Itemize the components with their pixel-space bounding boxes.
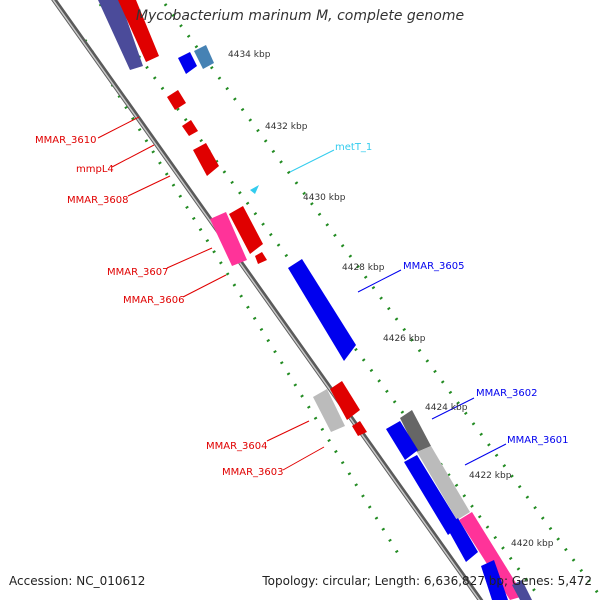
feature-mett-1[interactable] xyxy=(250,185,259,194)
kbp-label: 4426 kbp xyxy=(383,334,426,344)
gene-label-mmar-3605[interactable]: MMAR_3605 xyxy=(403,261,465,272)
feature-mmar-3605[interactable] xyxy=(288,259,356,361)
feature-mmar-3606b[interactable] xyxy=(255,252,267,264)
kbp-label: 4420 kbp xyxy=(511,539,554,549)
gene-label-mmar-3608[interactable]: MMAR_3608 xyxy=(67,195,129,206)
kbp-scale-labels: 4434 kbp 4432 kbp 4430 kbp 4428 kbp 4426… xyxy=(228,50,554,549)
feature-mmar-3604-red[interactable] xyxy=(330,381,360,420)
feature-mmar-3604[interactable] xyxy=(313,389,345,432)
gene-label-mmar-3607[interactable]: MMAR_3607 xyxy=(107,267,169,278)
feature-mmar-3601-blue-a[interactable] xyxy=(386,421,418,460)
gene-label-mmpl4[interactable]: mmpL4 xyxy=(76,164,114,175)
feature-mmar-3603[interactable] xyxy=(352,421,367,436)
gene-label-mmar-3610[interactable]: MMAR_3610 xyxy=(35,135,97,146)
map-title: Mycobacterium marinum M, complete genome xyxy=(135,8,465,24)
genome-summary-text: Topology: circular; Length: 6,636,827 bp… xyxy=(262,574,592,588)
feature-steelblue-top[interactable] xyxy=(194,45,214,69)
kbp-label: 4434 kbp xyxy=(228,50,271,60)
feature-navy-bottom[interactable] xyxy=(512,580,532,600)
gene-labels: MMAR_3610 mmpL4 MMAR_3608 MMAR_3607 MMAR… xyxy=(35,135,569,478)
feature-navy-top[interactable] xyxy=(98,0,143,70)
label-connectors xyxy=(97,116,507,471)
gene-label-mmar-3601[interactable]: MMAR_3601 xyxy=(507,435,569,446)
feature-mmar-3602[interactable] xyxy=(400,410,431,452)
reverse-strand-features xyxy=(98,0,367,436)
tick-dots-inner xyxy=(163,3,600,597)
feature-pink-right[interactable] xyxy=(459,512,524,600)
feature-mmar-3610[interactable] xyxy=(167,90,186,110)
kbp-label: 4422 kbp xyxy=(469,471,512,481)
feature-blue-c[interactable] xyxy=(446,518,478,562)
feature-mmpl4[interactable] xyxy=(182,120,198,136)
forward-strand-features xyxy=(178,45,532,600)
feature-red-top[interactable] xyxy=(118,0,159,62)
gene-label-mett-1[interactable]: metT_1 xyxy=(335,142,372,153)
kbp-label: 4432 kbp xyxy=(265,122,308,132)
feature-mmar-3606[interactable] xyxy=(229,206,263,254)
tick-dots-slot xyxy=(83,39,404,561)
feature-blue-top[interactable] xyxy=(178,52,197,74)
feature-mmar-3607[interactable] xyxy=(210,212,247,266)
kbp-label: 4428 kbp xyxy=(342,263,385,273)
feature-mmar-3601-gray[interactable] xyxy=(417,446,470,520)
gene-label-mmar-3606[interactable]: MMAR_3606 xyxy=(123,295,185,306)
gene-label-mmar-3604[interactable]: MMAR_3604 xyxy=(206,441,268,452)
gene-label-mmar-3602[interactable]: MMAR_3602 xyxy=(476,388,538,399)
feature-blue-d[interactable] xyxy=(481,560,508,600)
feature-mmar-3608[interactable] xyxy=(193,143,219,176)
gene-label-mmar-3603[interactable]: MMAR_3603 xyxy=(222,467,284,478)
accession-text: Accession: NC_010612 xyxy=(9,574,146,588)
backbone xyxy=(51,0,484,600)
kbp-label: 4430 kbp xyxy=(303,193,346,203)
kbp-label: 4424 kbp xyxy=(425,403,468,413)
feature-mmar-3601-blue-b[interactable] xyxy=(404,455,460,535)
